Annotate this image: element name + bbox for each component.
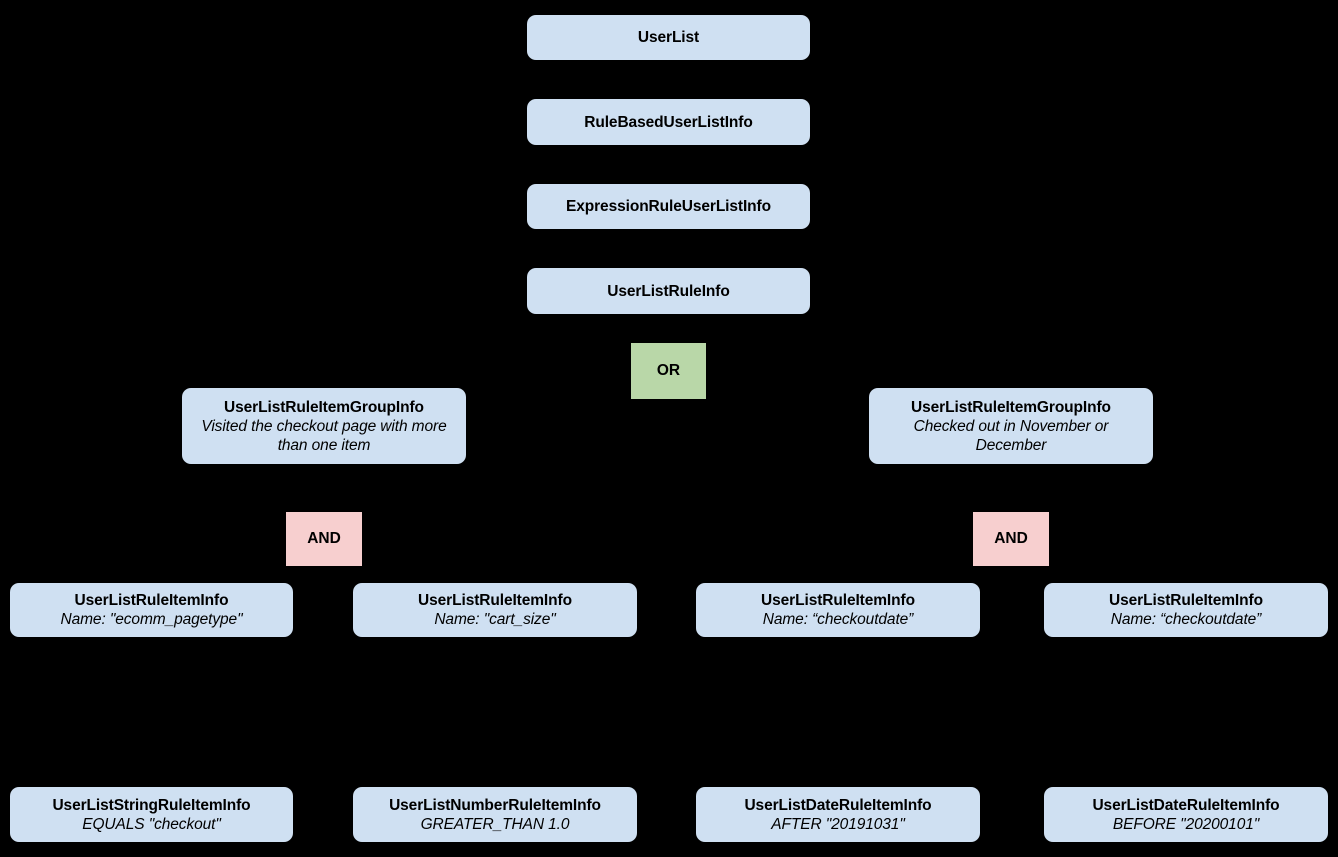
node-title: ExpressionRuleUserListInfo (566, 198, 771, 215)
node-title: UserListRuleItemInfo (1109, 592, 1263, 609)
node-subtitle: EQUALS "checkout" (82, 815, 221, 833)
edge-and-right-to-rule-3 (836, 566, 1013, 583)
operator-label: AND (994, 530, 1028, 547)
edge-and-right-to-rule-4 (1009, 566, 1188, 583)
node-leaf-2[interactable]: UserListNumberRuleItemInfo GREATER_THAN … (353, 787, 637, 842)
node-rule-item-3[interactable]: UserListRuleItemInfo Name: “checkoutdate… (696, 583, 980, 637)
node-expression-rule-user-list-info[interactable]: ExpressionRuleUserListInfo (527, 184, 810, 229)
node-title: UserListRuleItemInfo (418, 592, 572, 609)
node-group-right[interactable]: UserListRuleItemGroupInfo Checked out in… (869, 388, 1153, 464)
node-rule-based-user-list-info[interactable]: RuleBasedUserListInfo (527, 99, 810, 145)
node-or-operator[interactable]: OR (631, 343, 706, 399)
node-rule-item-1[interactable]: UserListRuleItemInfo Name: "ecomm_pagety… (10, 583, 293, 637)
edge-and-left-to-rule-2 (322, 566, 497, 583)
node-title: UserListStringRuleItemInfo (52, 796, 251, 814)
node-title: UserListDateRuleItemInfo (744, 796, 932, 814)
node-rule-item-4[interactable]: UserListRuleItemInfo Name: “checkoutdate… (1044, 583, 1328, 637)
node-subtitle: GREATER_THAN 1.0 (420, 815, 570, 833)
node-user-list-rule-info[interactable]: UserListRuleInfo (527, 268, 810, 314)
node-title: UserListRuleInfo (607, 282, 730, 300)
node-subtitle: Visited the checkout page with more than… (201, 417, 447, 454)
node-subtitle: Name: "cart_size" (434, 611, 556, 628)
node-subtitle: Name: “checkoutdate” (1110, 611, 1262, 628)
node-rule-item-2[interactable]: UserListRuleItemInfo Name: "cart_size" (353, 583, 637, 637)
node-subtitle: AFTER "20191031" (771, 815, 905, 833)
node-subtitle: Name: “checkoutdate” (762, 611, 914, 628)
edge-and-left-to-rule-1 (149, 566, 326, 583)
operator-label: AND (307, 530, 341, 547)
node-title: UserListNumberRuleItemInfo (389, 796, 601, 814)
node-title: UserListRuleItemInfo (761, 592, 915, 609)
node-title: RuleBasedUserListInfo (584, 113, 753, 131)
node-and-operator-right[interactable]: AND (973, 512, 1049, 566)
node-subtitle: Name: "ecomm_pagetype" (60, 611, 243, 628)
node-title: UserListRuleItemGroupInfo (224, 398, 424, 416)
node-subtitle: BEFORE "20200101" (1112, 815, 1260, 833)
node-title: UserListRuleItemInfo (74, 592, 229, 609)
node-leaf-4[interactable]: UserListDateRuleItemInfo BEFORE "2020010… (1044, 787, 1328, 842)
node-group-left[interactable]: UserListRuleItemGroupInfo Visited the ch… (182, 388, 466, 464)
node-title: UserListRuleItemGroupInfo (911, 398, 1111, 416)
node-leaf-3[interactable]: UserListDateRuleItemInfo AFTER "20191031… (696, 787, 980, 842)
node-user-list[interactable]: UserList (527, 15, 810, 60)
node-subtitle: Checked out in November or December (913, 417, 1109, 454)
operator-label: OR (656, 362, 681, 379)
node-leaf-1[interactable]: UserListStringRuleItemInfo EQUALS "check… (10, 787, 293, 842)
node-and-operator-left[interactable]: AND (286, 512, 362, 566)
node-title: UserList (637, 29, 700, 46)
node-title: UserListDateRuleItemInfo (1092, 796, 1280, 814)
